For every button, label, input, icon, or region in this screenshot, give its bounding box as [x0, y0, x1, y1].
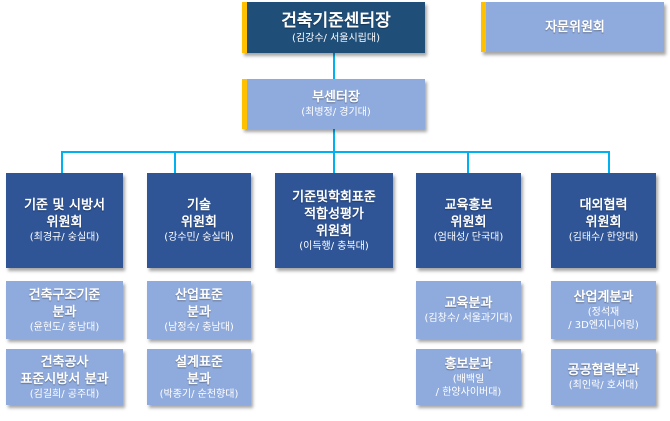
subdivision-design-standard[interactable]: 설계표준 분과 (박종기/ 순천향대)	[147, 349, 251, 405]
subdivision-public-cooperation[interactable]: 공공협력분과 (최인락/ 호서대)	[551, 349, 656, 405]
committee-standards-specs[interactable]: 기준 및 시방서 위원회 (최경규/ 숭실대)	[6, 173, 123, 268]
director-person: (김강수/ 서울시립대)	[292, 32, 380, 44]
connector-drop-5	[608, 151, 610, 173]
subdivision-title: 홍보분과	[444, 356, 493, 372]
subdivision-education[interactable]: 교육분과 (김창수/ 서울과기대)	[416, 281, 521, 339]
subdivision-title: 공공협력분과	[567, 363, 640, 378]
subdivision-construction-spec[interactable]: 건축공사 표준시방서 분과 (김길희/ 공주대)	[6, 349, 123, 405]
subdivision-title: 건축구조기준 분과	[28, 287, 101, 320]
committee-person: (강수민/ 숭실대)	[164, 232, 234, 243]
vice-director-person: (최병정/ 경기대)	[301, 107, 371, 118]
subdivision-industry[interactable]: 산업계분과 (정석재 / 3D엔지니어링)	[551, 281, 656, 339]
connector-horizontal-bus	[61, 151, 610, 153]
committee-title: 대외협력 위원회	[579, 198, 628, 230]
director-title: 건축기준센터장	[281, 10, 391, 31]
subdivision-pr[interactable]: 홍보분과 (배백일 / 한양사이버대)	[416, 349, 521, 405]
subdivision-title: 교육분과	[444, 296, 493, 311]
vice-director-title: 부센터장	[312, 90, 360, 105]
vice-director-box[interactable]: 부센터장 (최병정/ 경기대)	[242, 79, 425, 129]
committee-title: 기준 및 시방서 위원회	[24, 198, 105, 230]
subdivision-title: 설계표준 분과	[175, 354, 223, 387]
committee-person: (김태수/ 한양대)	[568, 232, 639, 243]
subdivision-person: (김창수/ 서울과기대)	[424, 313, 513, 324]
director-box[interactable]: 건축기준센터장 (김강수/ 서울시립대)	[242, 2, 425, 53]
committee-education-pr[interactable]: 교육홍보 위원회 (엄태성/ 단국대)	[416, 173, 521, 268]
advisory-title: 자문위원회	[545, 19, 605, 35]
subdivision-person: (배백일 / 한양사이버대)	[435, 373, 502, 398]
committee-title: 교육홍보 위원회	[444, 198, 493, 230]
committee-title: 기준및학회표준 적합성평가 위원회	[292, 189, 376, 239]
connector-drop-1	[61, 151, 63, 173]
connector-director-vice	[333, 53, 335, 79]
subdivision-person: (윤현도/ 충남대)	[29, 321, 100, 333]
subdivision-structural-code[interactable]: 건축구조기준 분과 (윤현도/ 충남대)	[6, 281, 123, 339]
connector-vice-bus	[333, 129, 335, 151]
subdivision-person: (정석재 / 3D엔지니어링)	[568, 306, 639, 331]
advisory-committee-box[interactable]: 자문위원회	[481, 2, 664, 52]
subdivision-title: 산업계분과	[573, 289, 634, 305]
committee-technology[interactable]: 기술 위원회 (강수민/ 숭실대)	[147, 173, 251, 268]
committee-person: (최경규/ 숭실대)	[29, 232, 100, 243]
subdivision-person: (남정수/ 충남대)	[164, 321, 234, 333]
connector-drop-2	[174, 151, 176, 173]
committee-conformity-assessment[interactable]: 기준및학회표준 적합성평가 위원회 (이득행/ 충북대)	[275, 173, 393, 268]
connector-drop-4	[467, 151, 469, 173]
subdivision-person: (최인락/ 호서대)	[568, 380, 639, 391]
subdivision-person: (김길희/ 공주대)	[29, 388, 100, 400]
committee-title: 기술 위원회	[181, 198, 217, 230]
subdivision-title: 산업표준 분과	[175, 287, 223, 320]
subdivision-title: 건축공사 표준시방서 분과	[20, 354, 109, 387]
subdivision-industrial-standard[interactable]: 산업표준 분과 (남정수/ 충남대)	[147, 281, 251, 339]
committee-person: (이득행/ 충북대)	[299, 240, 369, 252]
committee-external-cooperation[interactable]: 대외협력 위원회 (김태수/ 한양대)	[551, 173, 656, 268]
subdivision-person: (박종기/ 순천향대)	[159, 388, 239, 400]
committee-person: (엄태성/ 단국대)	[433, 232, 504, 243]
connector-drop-3	[333, 151, 335, 173]
